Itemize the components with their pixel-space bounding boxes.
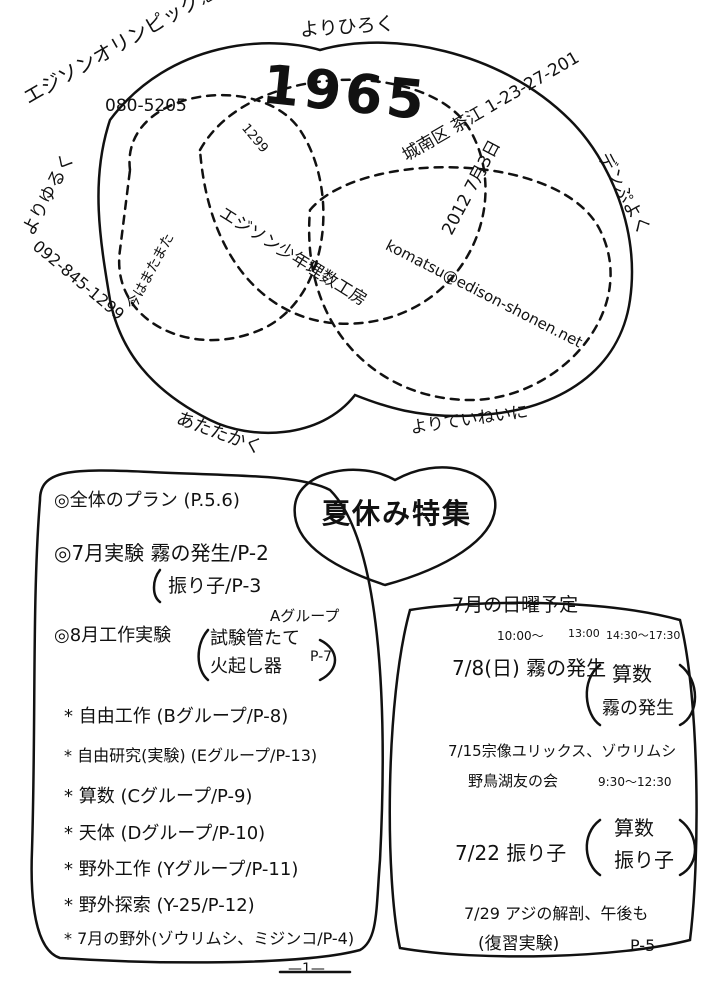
page-number: —1— [288, 961, 325, 977]
plan-item-15: * 7月の野外(ゾウリムシ、ミジンコ/P-4) [64, 929, 355, 948]
schedule-title: 7月の日曜予定 [452, 594, 579, 616]
schedule-entry-3-side-1: 算数 [614, 816, 654, 840]
schedule-box [388, 601, 698, 958]
plan-item-3: 振り子/P-3 [168, 575, 262, 597]
schedule-entry-1-side-1: 算数 [612, 662, 652, 686]
feature-title: 夏休み特集 [322, 497, 473, 530]
year-title: 1965 [259, 52, 432, 133]
schedule-entry-1: 7/8(日) 霧の発生 [452, 656, 607, 680]
plan-item-13: * 野外工作 (Yグループ/P-11) [64, 859, 299, 880]
plan-item-8: P-7 [310, 649, 333, 665]
schedule-entry-4: 7/29 アジの解剖、午後も [464, 904, 649, 923]
schedule-time-3: 14:30〜17:30 [606, 629, 681, 642]
plan-item-2: ◎7月実験 霧の発生/P-2 [54, 541, 269, 565]
plan-item-9: * 自由工作 (Bグループ/P-8) [64, 706, 289, 727]
schedule-entry-2-time: 9:30〜12:30 [598, 775, 672, 789]
plan-item-4: ◎8月工作実験 [54, 625, 172, 646]
schedule-entry-2: 7/15宗像ユリックス、ゾウリムシ [448, 742, 677, 760]
plan-item-12: * 天体 (Dグループ/P-10) [64, 823, 266, 844]
schedule-entry-4-page: P-5 [630, 936, 656, 955]
venn-circle-top [198, 78, 487, 325]
schedule-entry-1-side-2: 霧の発生 [602, 698, 674, 719]
plan-item-11: * 算数 (Cグループ/P-9) [64, 786, 253, 807]
venn-circle-left [117, 93, 325, 342]
feature-heart [293, 466, 497, 587]
schedule-entry-4-sub: (復習実験) [478, 934, 560, 954]
plan-box [30, 469, 384, 964]
schedule-entry-3-side-2: 振り子 [614, 848, 674, 872]
plan-item-10: * 自由研究(実験) (Eグループ/P-13) [64, 746, 318, 765]
phone-top: 080-5205 [105, 96, 187, 116]
schedule-entry-2-sub: 野鳥湖友の会 [468, 772, 559, 790]
plan-item-6: 試験管たて [210, 628, 300, 649]
plan-item-7: 火起し器 [210, 656, 282, 677]
plan-item-1: ◎全体のプラン (P.5.6) [54, 490, 240, 511]
plan-item-14: * 野外探索 (Y-25/P-12) [64, 895, 255, 916]
outer-outline [97, 41, 634, 434]
plan-item-5: Aグループ [270, 607, 340, 625]
schedule-time-2: 13:00 [568, 627, 600, 640]
schedule-time-1: 10:00〜 [497, 629, 544, 643]
schedule-entry-3: 7/22 振り子 [455, 841, 567, 865]
